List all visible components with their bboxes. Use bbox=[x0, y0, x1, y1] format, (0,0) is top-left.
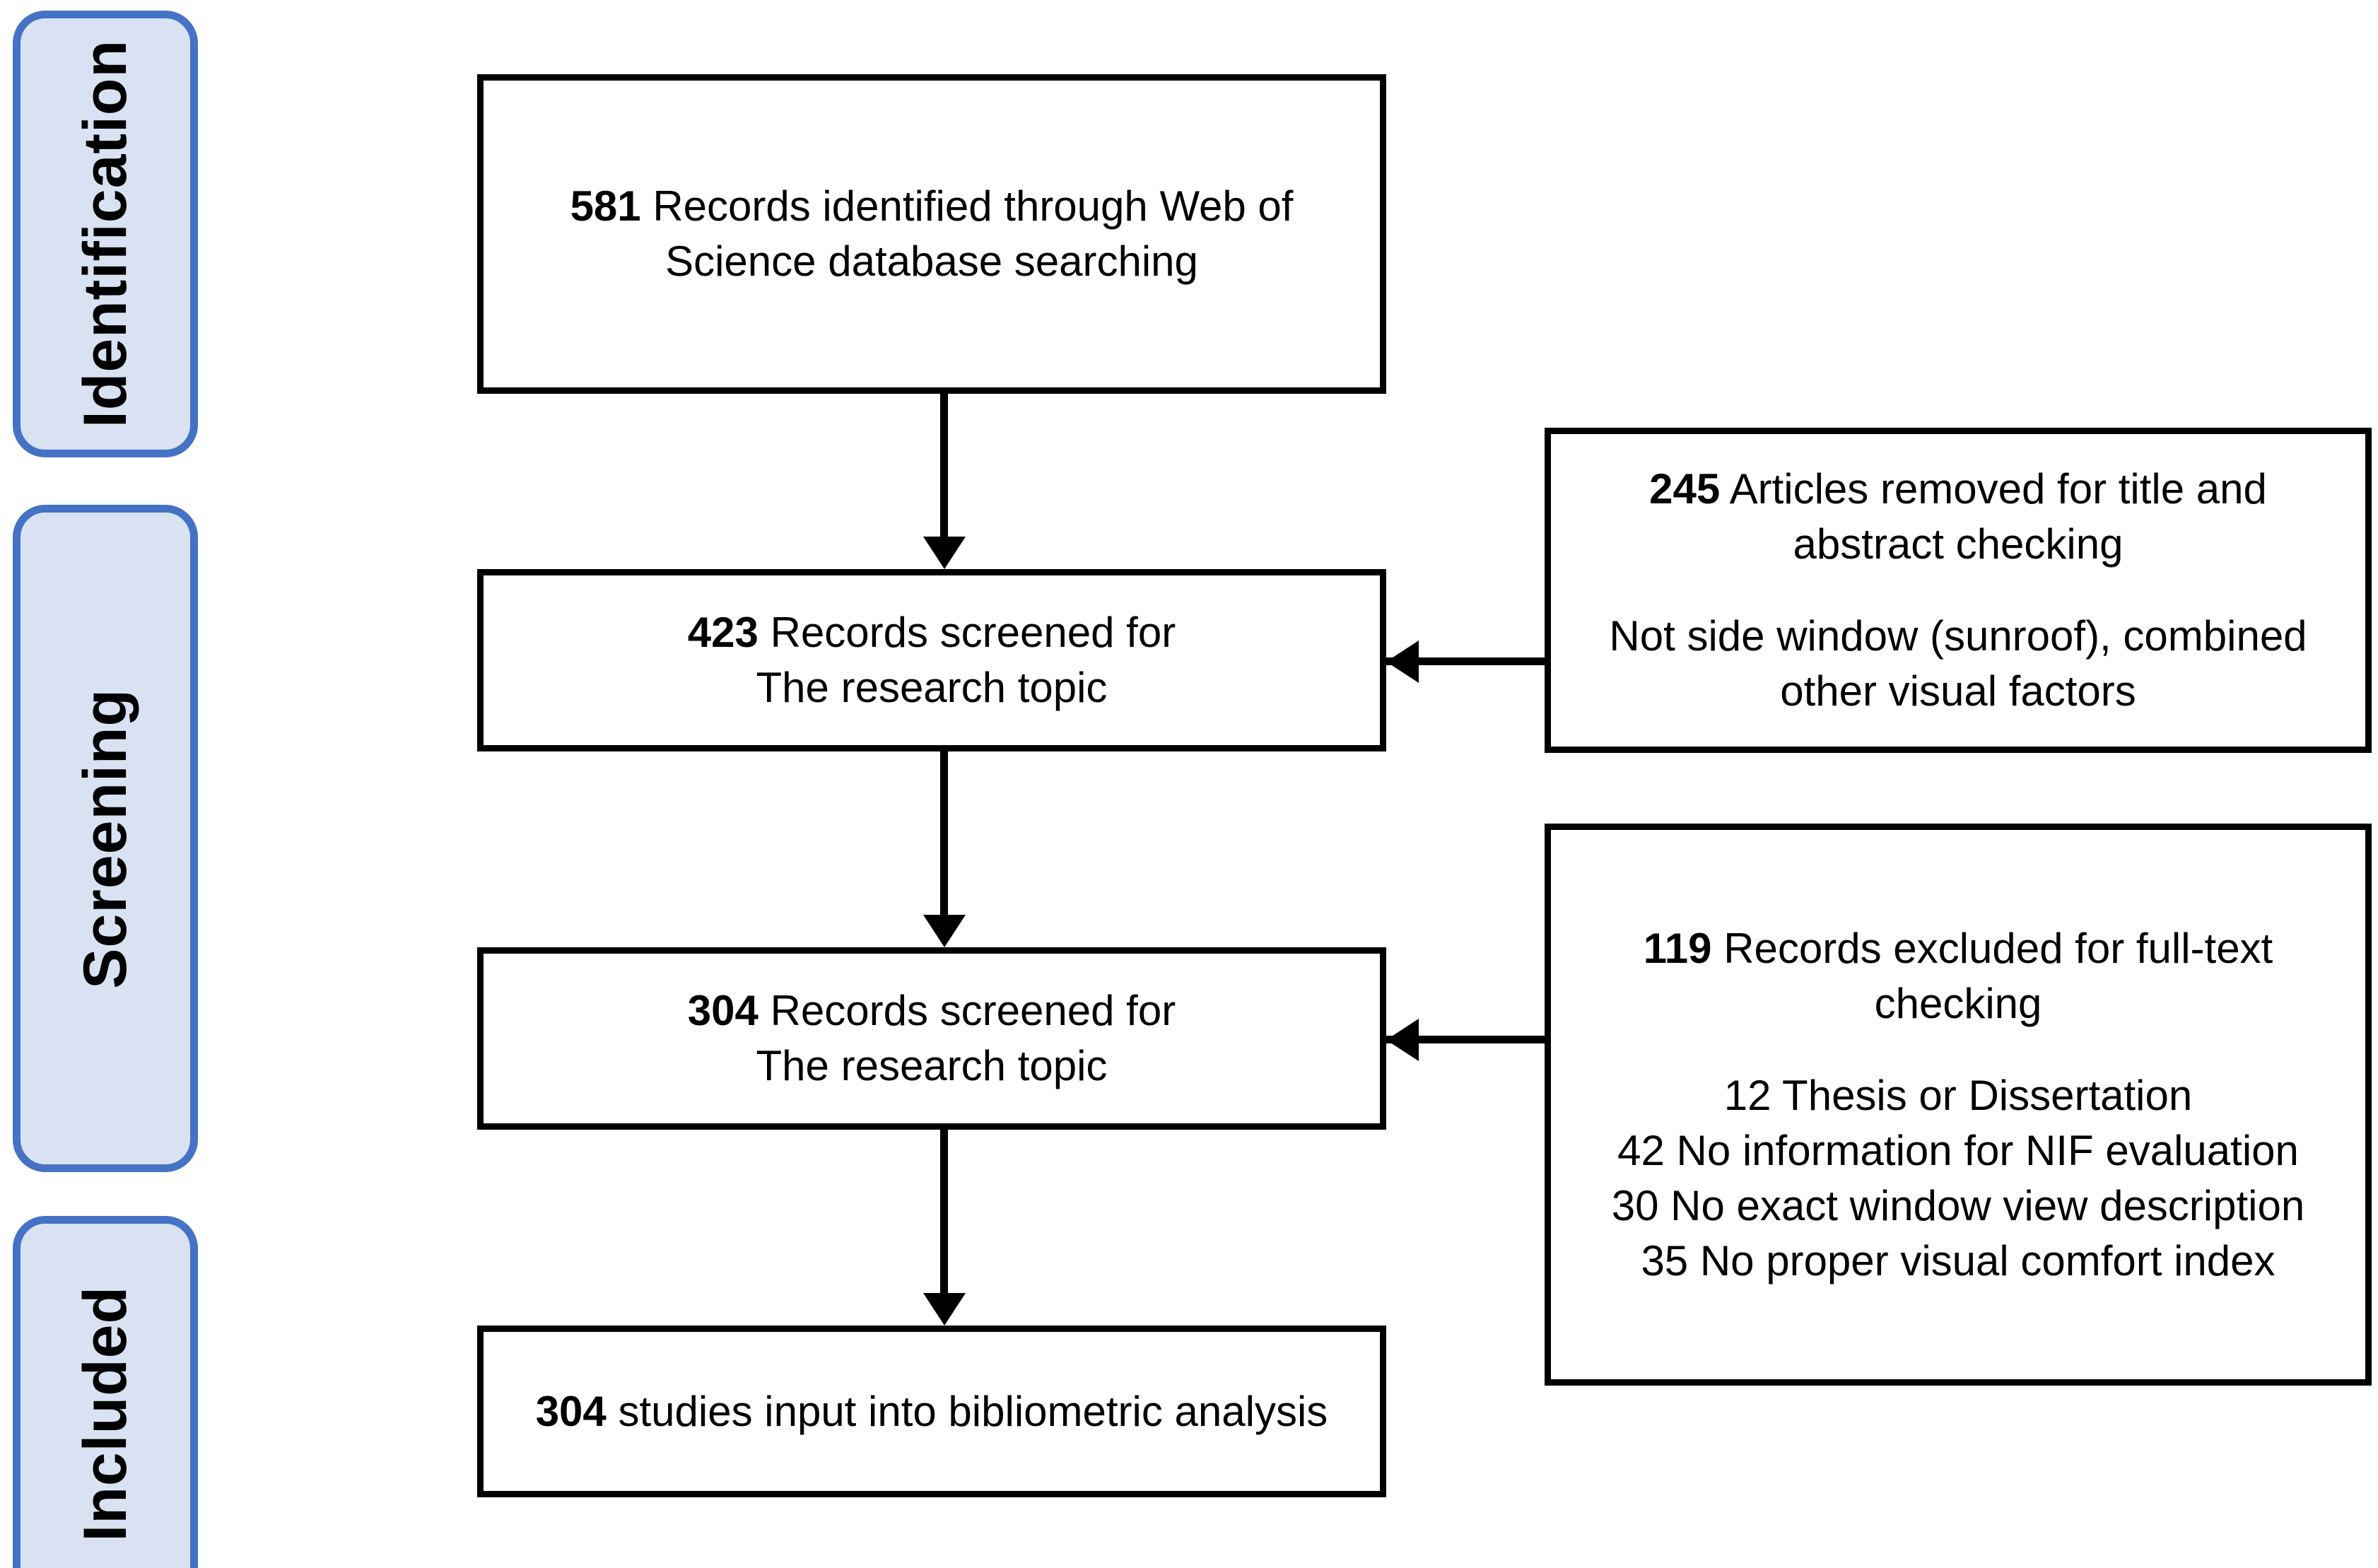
flow-box-records-screened-1-label: Records screened for The research topic bbox=[756, 609, 1176, 711]
exclusion-box-full-text-heading: 119 Records excluded for full-text check… bbox=[1551, 921, 2365, 1031]
stage-label-screening-text: Screening bbox=[71, 688, 139, 989]
exclusion-box-title-abstract-heading-label: Articles removed for title and abstract … bbox=[1720, 465, 2267, 568]
flow-box-records-screened-1-count: 423 bbox=[687, 609, 758, 656]
flow-box-records-screened-2-label: Records screened for The research topic bbox=[756, 987, 1176, 1089]
arrow-shaft bbox=[940, 1130, 948, 1295]
flow-box-records-screened-1: 423 Records screened for The research to… bbox=[477, 569, 1386, 751]
exclusion-box-full-text-count: 119 bbox=[1643, 924, 1712, 972]
arrow-head-down-icon bbox=[923, 1293, 966, 1326]
arrow-head-down-icon bbox=[923, 915, 966, 947]
flow-box-records-identified-label: Records identified through Web of Scienc… bbox=[640, 182, 1294, 285]
stage-label-included: Included bbox=[13, 1216, 198, 1568]
flow-box-studies-included-label: studies input into bibliometric analysis bbox=[606, 1387, 1328, 1435]
flow-box-studies-included: 304 studies input into bibliometric anal… bbox=[477, 1326, 1386, 1497]
flow-box-studies-included-count: 304 bbox=[535, 1387, 607, 1435]
arrow-head-down-icon bbox=[923, 537, 966, 569]
flow-box-records-identified: 581 Records identified through Web of Sc… bbox=[477, 74, 1386, 394]
stage-label-screening: Screening bbox=[13, 505, 198, 1172]
arrow-head-left-icon bbox=[1386, 1019, 1419, 1061]
flow-box-records-identified-text: 581 Records identified through Web of Sc… bbox=[484, 179, 1380, 289]
flow-box-records-screened-2-count: 304 bbox=[687, 987, 758, 1034]
exclusion-box-title-abstract-count: 245 bbox=[1649, 465, 1721, 513]
exclusion-box-full-text-reasons: 12 Thesis or Dissertation 42 No informat… bbox=[1611, 1071, 2305, 1285]
exclusion-box-title-abstract-heading: 245 Articles removed for title and abstr… bbox=[1551, 462, 2365, 572]
flow-box-records-identified-count: 581 bbox=[570, 182, 641, 230]
arrow-shaft bbox=[1386, 1036, 1545, 1043]
stage-label-identification: Identification bbox=[13, 11, 198, 457]
flow-box-records-screened-2: 304 Records screened for The research to… bbox=[477, 947, 1386, 1130]
arrow-head-left-icon bbox=[1386, 640, 1419, 683]
flow-box-studies-included-text: 304 studies input into bibliometric anal… bbox=[512, 1384, 1352, 1439]
exclusion-box-title-abstract-reasons: Not side window (sunroof), combined othe… bbox=[1609, 612, 2307, 715]
arrow-shaft bbox=[940, 751, 948, 917]
flow-box-records-screened-2-text: 304 Records screened for The research to… bbox=[664, 983, 1200, 1094]
arrow-shaft bbox=[940, 394, 948, 539]
stage-label-identification-text: Identification bbox=[71, 40, 139, 428]
exclusion-box-full-text-heading-label: Records excluded for full-text checking bbox=[1711, 924, 2273, 1027]
exclusion-box-full-text: 119 Records excluded for full-text check… bbox=[1545, 824, 2372, 1386]
flow-box-records-screened-1-text: 423 Records screened for The research to… bbox=[664, 605, 1200, 715]
arrow-shaft bbox=[1386, 657, 1545, 665]
stage-label-included-text: Included bbox=[71, 1286, 139, 1542]
exclusion-box-title-abstract: 245 Articles removed for title and abstr… bbox=[1545, 428, 2372, 753]
